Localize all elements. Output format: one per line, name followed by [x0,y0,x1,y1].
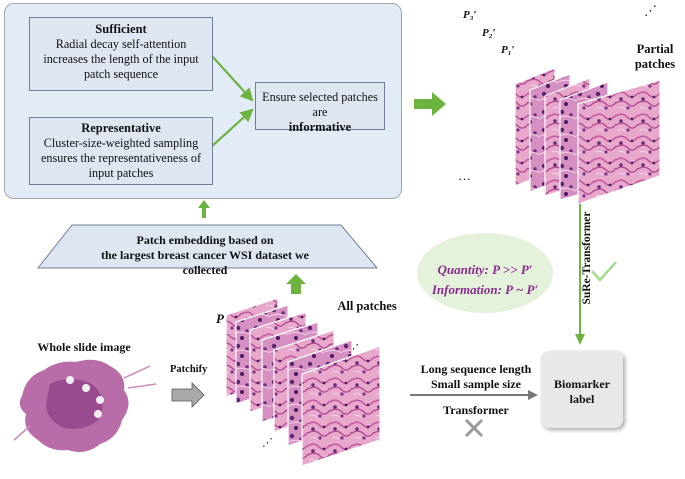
embedding-up-arrow [198,200,210,218]
check-icon [591,261,617,282]
transformer-label: Transformer [443,403,509,417]
sufficient-card: Sufficient Radial decay self-attention i… [29,17,213,91]
all-patches-card [208,295,403,475]
all-patches-title: All patches [337,299,397,313]
representative-body: Cluster-size-weighted sampling ensures t… [40,136,202,180]
partial-ellipsis-top: ⋰ [644,3,657,18]
sufficient-body: Radial decay self-attention increases th… [43,37,199,81]
cross-icon [464,418,484,438]
partial-ellipsis-bottom: … [458,168,471,183]
whole-slide-image-title: Whole slide image [37,340,131,354]
partial-stack-label-2: P₂′ [482,27,496,39]
sure-transformer-label: SuRe-Transformer [581,211,593,305]
partial-patch-tiles [514,67,661,205]
partial-patches-title: Partial patches [634,42,676,71]
all-patches-stack-label: P [216,311,224,326]
goal-prefix: Ensure selected patches are [262,90,378,119]
all-patch-tiles: ⋰ ⋰ [225,297,381,467]
wsi-tissue [19,359,129,452]
biomarker-label-text: Biomarker label [554,377,610,406]
svg-text:⋰: ⋰ [262,437,273,449]
goal-emphasis: informative [288,120,352,134]
information-text: Information: P ~ P′ [431,282,539,297]
patchify-arrow [171,382,205,408]
representative-title: Representative [81,121,161,135]
representative-card: Representative Cluster-size-weighted sam… [29,117,213,185]
long-sequence-label: Long sequence length Small sample size [420,362,532,391]
to-partial-arrow [414,92,446,116]
informative-goal-card: Ensure selected patches are informative [255,82,385,134]
sufficient-title: Sufficient [95,22,147,36]
partial-stack-label-1: P₁′ [501,44,515,56]
quantity-text: Quantity: P >> P′ [437,262,533,277]
embedding-label: Patch embedding based on the largest bre… [101,233,309,277]
patchify-label: Patchify [170,364,208,375]
partial-stack-label-3: P₃′ [463,9,477,21]
biomarker-label-card [541,351,623,428]
svg-text:⋰: ⋰ [348,343,359,355]
